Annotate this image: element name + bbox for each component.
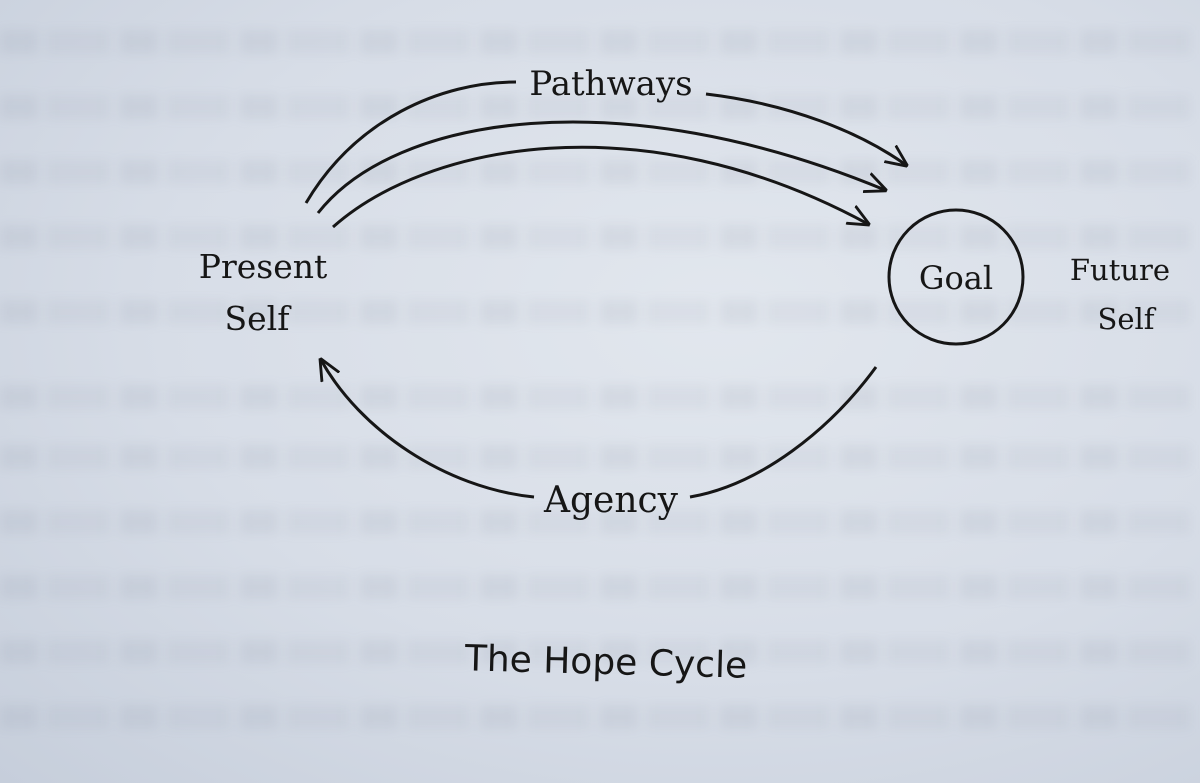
goal-label: Goal <box>919 259 993 297</box>
present-self-line1: Present <box>199 247 328 286</box>
bleed-through-line <box>0 160 1200 184</box>
pathway-arrow-outer-right <box>705 92 906 165</box>
bleed-through-line <box>0 30 1200 54</box>
bleed-through-line <box>0 445 1200 469</box>
present-self-line2: Self <box>225 299 293 338</box>
future-self-line2: Self <box>1097 302 1156 336</box>
pathway-arrow-inner <box>332 145 868 229</box>
bleed-through-line <box>0 510 1200 534</box>
bleed-through-line <box>0 575 1200 599</box>
pathways-arrows <box>304 80 906 229</box>
pathways-label: Pathways <box>529 64 692 104</box>
bleed-through-line <box>0 225 1200 249</box>
bleed-through-line <box>0 95 1200 119</box>
pathway-arrow-outer-left <box>304 80 517 204</box>
agency-label: Agency <box>543 480 679 521</box>
agency-arrow-right <box>689 366 878 499</box>
bleed-through-line <box>0 640 1200 664</box>
bleed-through-line <box>0 705 1200 729</box>
agency-arrow-left <box>321 360 535 499</box>
present-self-label: Present Self <box>199 247 328 338</box>
diagram-caption: The Hope Cycle <box>463 638 747 686</box>
goal-circle <box>887 208 1025 346</box>
agency-arrow <box>321 360 878 499</box>
bleed-through-line <box>0 300 1200 324</box>
future-self-label: Future Self <box>1070 253 1170 336</box>
future-self-line1: Future <box>1070 253 1170 287</box>
bleed-through-line <box>0 385 1200 409</box>
pathway-arrow-middle <box>316 120 885 214</box>
